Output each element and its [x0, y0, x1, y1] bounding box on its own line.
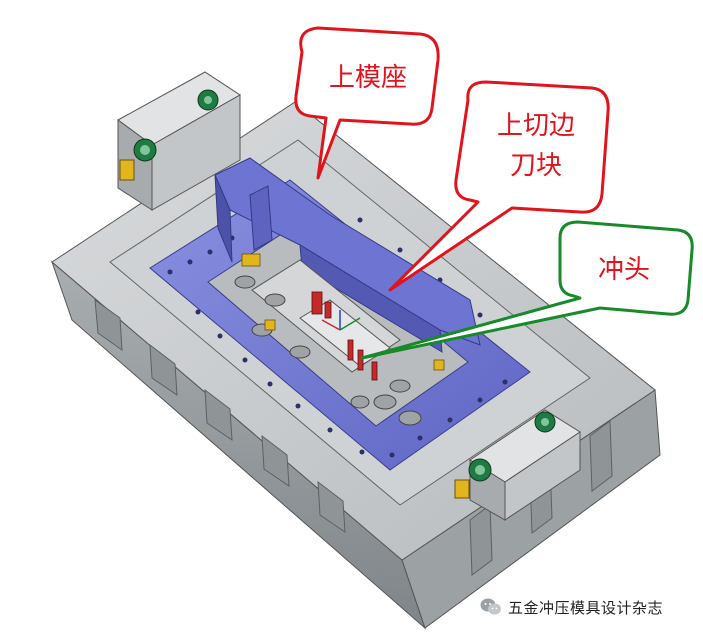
watermark-text: 五金冲压模具设计杂志	[508, 598, 664, 617]
trim-insert-wall	[214, 157, 481, 353]
callout-punch: 冲头	[360, 220, 694, 360]
callout-label-punch: 冲头	[598, 255, 650, 285]
punch-cluster	[234, 253, 445, 426]
watermark: 五金冲压模具设计杂志	[480, 594, 663, 620]
callout-label-upper-trim-insert-line1: 上切边	[497, 111, 575, 141]
wechat-icon	[480, 598, 501, 615]
callout-label-upper-trim-insert-line2: 刀块	[510, 151, 562, 181]
callout-upper-trim-insert: 上切边 刀块	[388, 80, 610, 292]
callout-label-upper-die-base: 上模座	[329, 63, 407, 93]
guide-block-right	[454, 409, 581, 521]
callout-upper-die-base: 上模座	[294, 26, 440, 180]
guide-block-top-left	[117, 71, 241, 211]
